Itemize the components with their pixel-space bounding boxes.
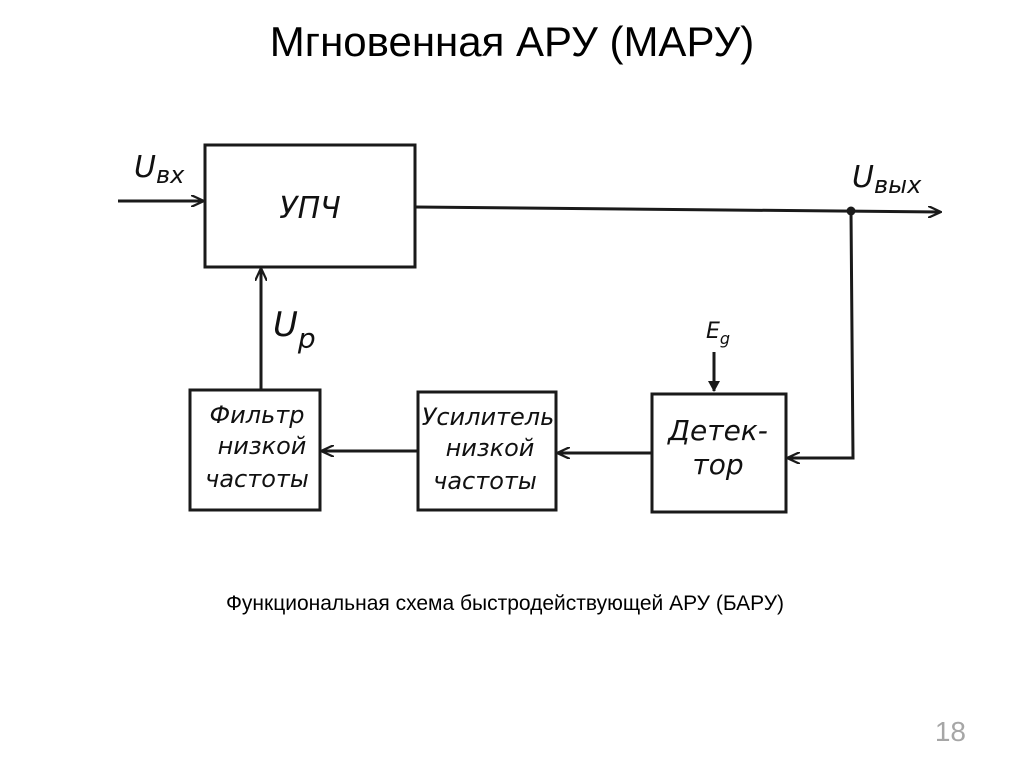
output-line [414, 205, 940, 212]
slide-title: Мгновенная АРУ (МАРУ) [269, 18, 755, 65]
upch-block [203, 143, 417, 269]
filter-label-line1: Фильтр [210, 401, 305, 429]
amplifier-label-line1: Усилитель [422, 403, 555, 431]
amplifier-label-line3: частоты [433, 467, 537, 495]
upch-label: УПЧ [279, 191, 340, 226]
page-number: 18 [934, 716, 966, 747]
amplifier-label-line2: низкой [446, 434, 535, 462]
filter-label-line3: частоты [205, 465, 309, 493]
filter-label-line2: низкой [218, 432, 307, 460]
detector-label-line2: тор [692, 448, 743, 481]
input-signal-label: Uвх [134, 150, 185, 189]
output-signal-label: Uвых [852, 160, 922, 199]
bias-signal-label: Eg [706, 319, 730, 348]
feedback-line [788, 210, 855, 458]
control-signal-label: Up [273, 305, 316, 355]
detector-label-line1: Детек- [666, 414, 768, 447]
diagram-caption: Функциональная схема быстродействующей А… [225, 592, 785, 615]
